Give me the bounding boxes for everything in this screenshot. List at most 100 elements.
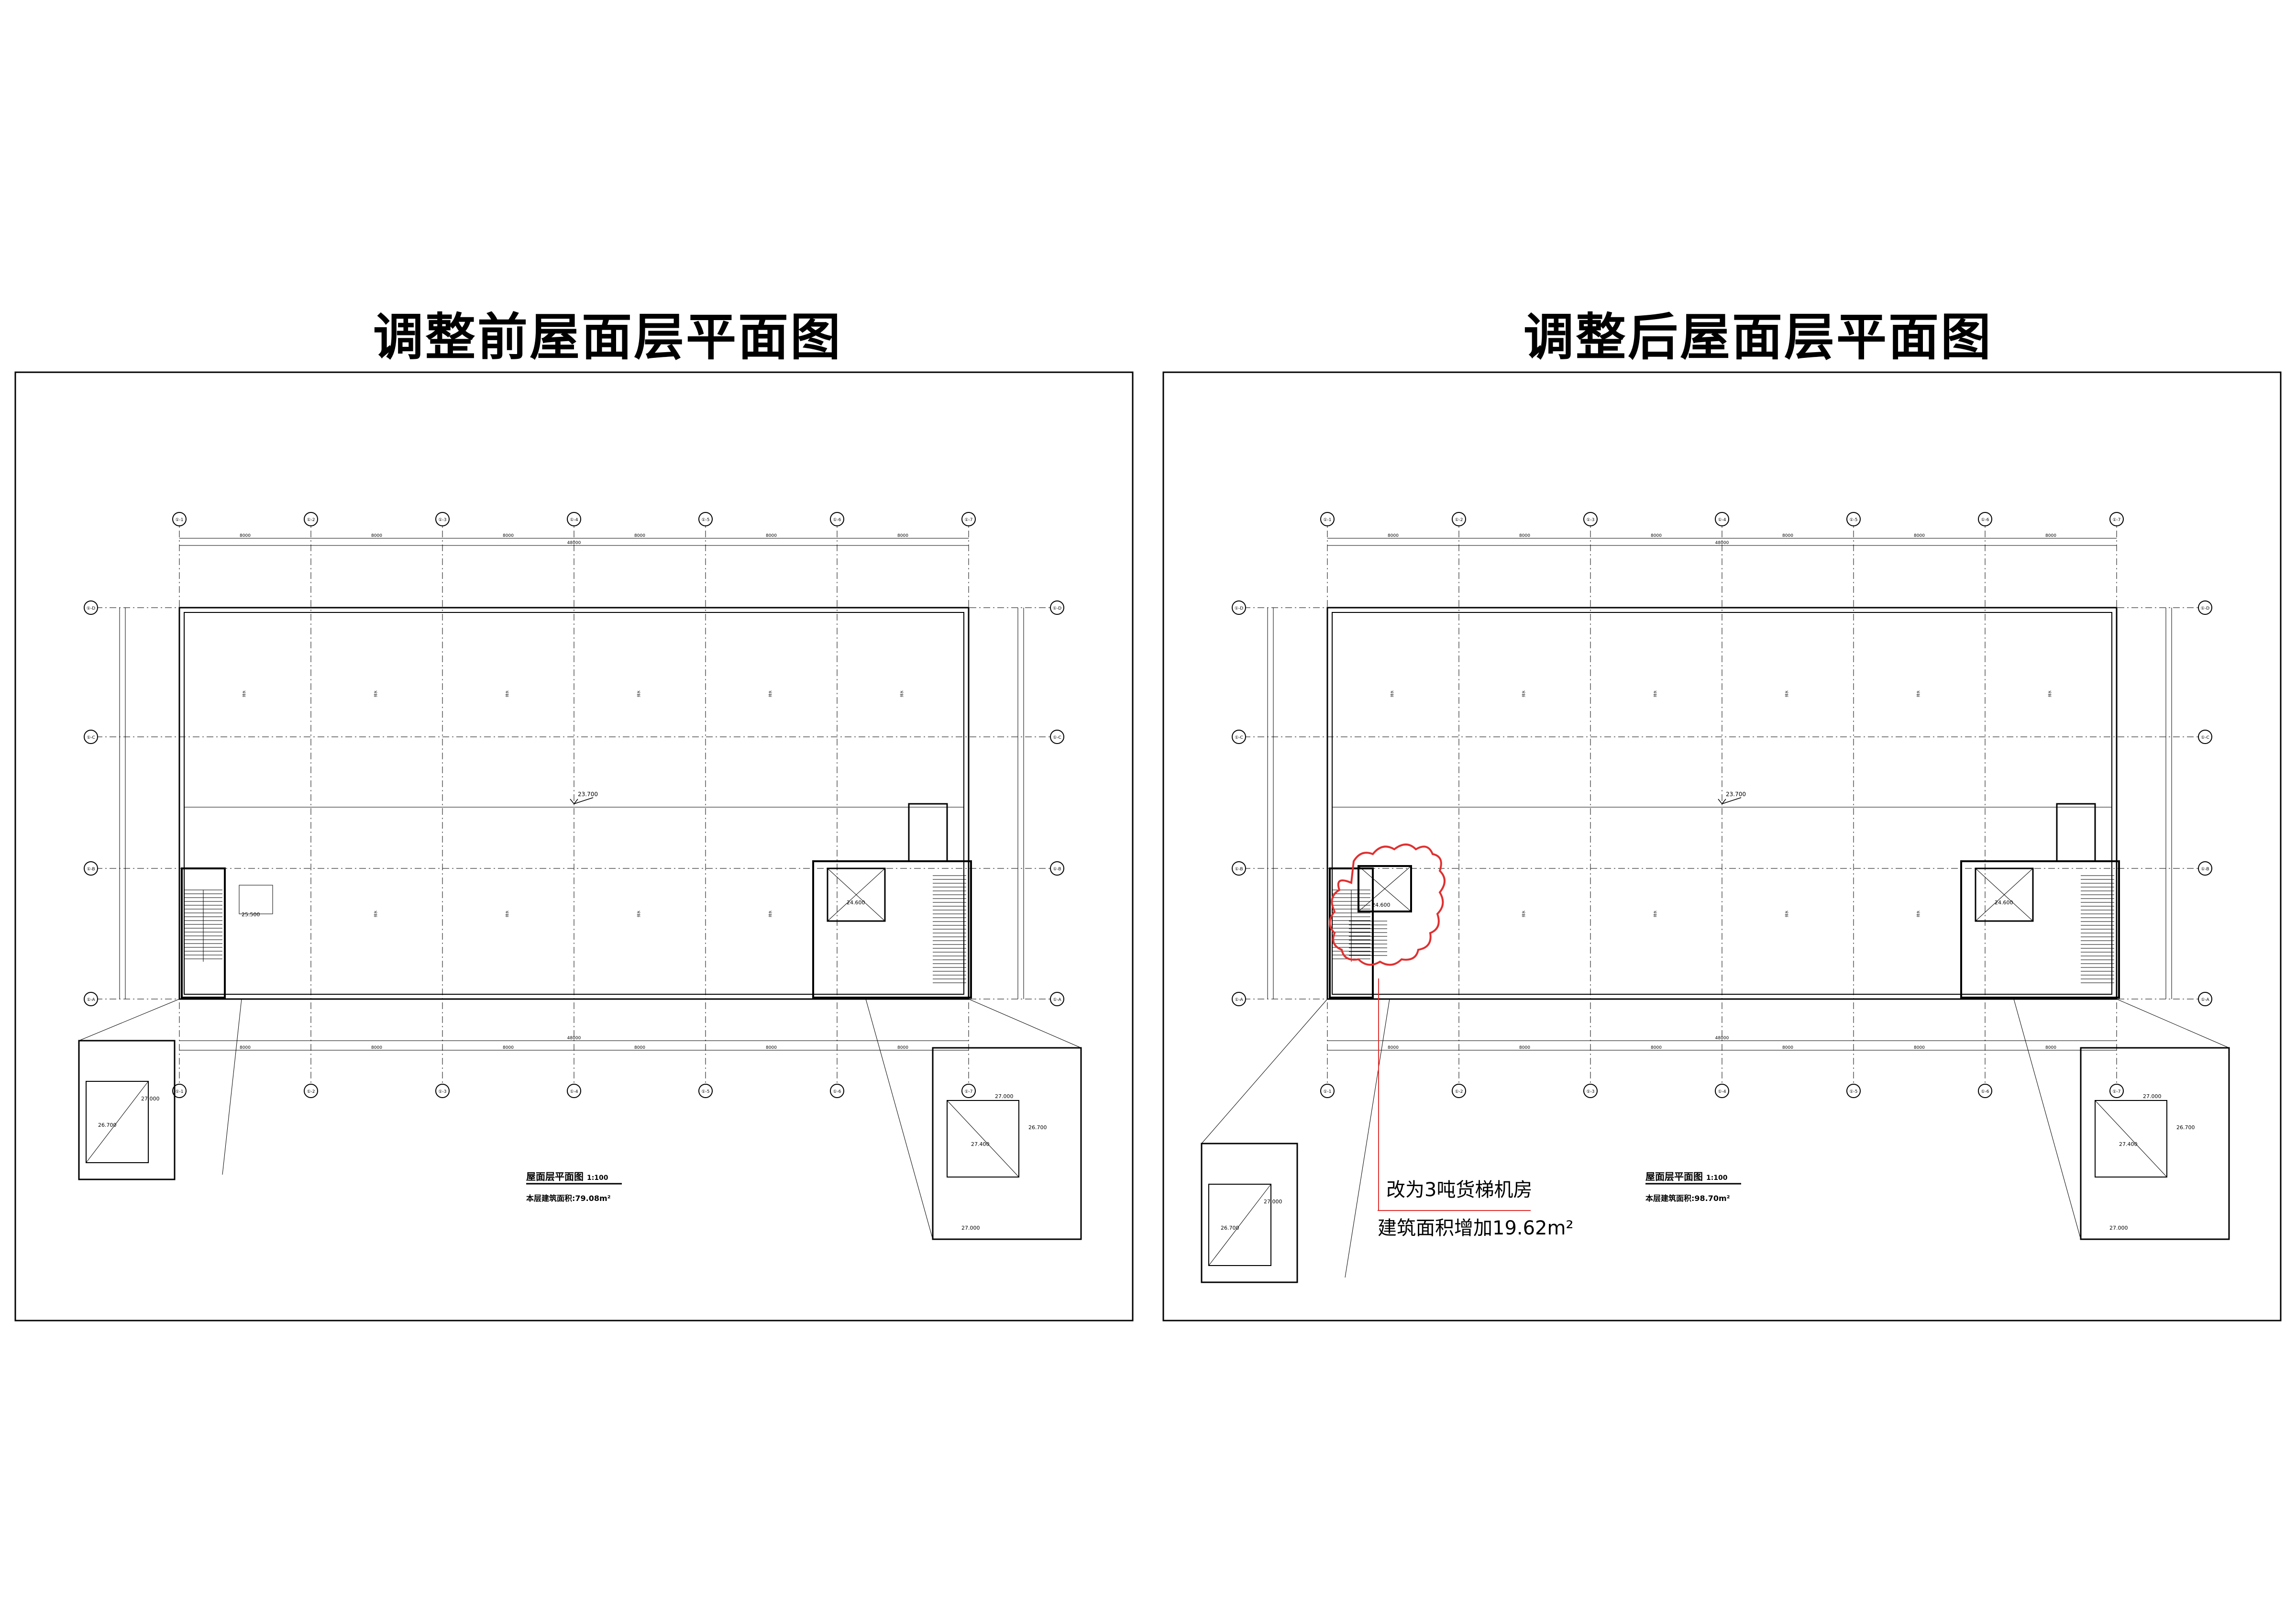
grid-label: ①-2 (1455, 518, 1463, 522)
grid-label: ①-A (1053, 998, 1061, 1002)
grid-label: ①-D (87, 606, 95, 611)
roof-parapet (1326, 607, 2118, 1000)
grid-bubble (2109, 1084, 2124, 1098)
roof-parapet (178, 607, 970, 1000)
grid-bubble (304, 512, 318, 526)
sheet-title-before: 调整前屋面层平面图 (373, 308, 843, 367)
detail-elev: 26.700 (98, 1122, 117, 1128)
grid-bubble (1715, 1084, 1729, 1098)
grid-label: ①-3 (438, 1089, 446, 1094)
stair-core-right (812, 860, 972, 999)
elev-text: 24.600 (847, 900, 865, 906)
grid-label: ①-D (1053, 606, 1061, 611)
slope-mark: 排水 (768, 690, 773, 697)
elev-marker (1718, 797, 1742, 805)
detail-right (2080, 1047, 2230, 1240)
grid-bubble (435, 1084, 450, 1098)
area-text-before: 本层建筑面积:79.08m² (526, 1194, 611, 1203)
grid-bubble (1050, 861, 1064, 876)
plan-caption-before: 屋面层平面图 1:100 (526, 1171, 608, 1182)
grid-bubble (84, 861, 98, 876)
grid-label: ①-B (1053, 867, 1061, 872)
grid-bubble (1846, 512, 1861, 526)
dim-text: 48000 (567, 1036, 581, 1041)
grid-label: ①-1 (1323, 518, 1331, 522)
grid-bubble (2198, 861, 2212, 876)
grid-label: ①-7 (2112, 1089, 2120, 1094)
sheet-frame-left (14, 371, 1134, 1322)
grid-label: ①-C (1053, 735, 1061, 740)
grid-label: ①-C (1235, 735, 1243, 740)
grid-label: ①-5 (1849, 518, 1857, 522)
dim-text: 8000 (1782, 1045, 1793, 1050)
grid-bubble (172, 1084, 187, 1098)
detail-elev: 27.000 (2143, 1093, 2162, 1100)
dim-text: 8000 (634, 533, 645, 538)
new-elev-text: 24.600 (1372, 902, 1391, 908)
dim-text: 8000 (240, 1045, 251, 1050)
grid-label: ①-A (2201, 998, 2209, 1002)
detail-elev: 27.000 (995, 1093, 1014, 1100)
grid-label: ①-D (2201, 606, 2209, 611)
dim-text: 8000 (897, 1045, 908, 1050)
detail-left (78, 1040, 176, 1180)
slope-mark: 排水 (768, 911, 773, 917)
grid-label: ①-B (2201, 867, 2209, 872)
grid-bubble (1978, 512, 1992, 526)
dim-text: 8000 (634, 1045, 645, 1050)
grid-label: ①-5 (1849, 1089, 1857, 1094)
slope-mark: 排水 (1522, 690, 1526, 697)
slope-mark: 排水 (242, 690, 246, 697)
grid-bubble (1452, 1084, 1466, 1098)
grid-bubble (84, 730, 98, 744)
slope-mark: 排水 (1653, 690, 1657, 697)
slope-mark: 排水 (1916, 911, 1921, 917)
grid-bubble (1320, 1084, 1335, 1098)
grid-label: ①-4 (570, 518, 578, 522)
detail-elev: 27.000 (961, 1225, 980, 1231)
grid-label: ①-5 (701, 518, 709, 522)
grid-label: ①-6 (833, 1089, 841, 1094)
grid-bubble (698, 512, 713, 526)
roof-elev-text: 23.700 (578, 791, 598, 798)
grid-label: ①-6 (1981, 1089, 1989, 1094)
grid-bubble (304, 1084, 318, 1098)
grid-label: ①-2 (307, 1089, 315, 1094)
plan-caption-after: 屋面层平面图 1:100 (1645, 1171, 1728, 1182)
dim-text: 8000 (2045, 1045, 2056, 1050)
grid-bubble (830, 1084, 844, 1098)
dim-text: 8000 (1519, 533, 1530, 538)
dim-text: 8000 (1388, 533, 1399, 538)
grid-bubble (698, 1084, 713, 1098)
slope-mark: 排水 (1785, 690, 1789, 697)
dim-text: 8000 (766, 1045, 777, 1050)
slope-mark: 排水 (637, 911, 641, 917)
grid-label: ①-1 (1323, 1089, 1331, 1094)
revision-annotation: 改为3吨货梯机房 建筑面积增加19.62m² (1329, 844, 1574, 1239)
grid-bubble (172, 512, 187, 526)
slope-mark: 排水 (1785, 911, 1789, 917)
dim-text: 8000 (2045, 533, 2056, 538)
grid-bubble (830, 512, 844, 526)
grid-label: ①-1 (175, 518, 183, 522)
elevator-room (827, 867, 886, 922)
detail-elev: 26.700 (2176, 1124, 2195, 1131)
detail-elev: 27.000 (2109, 1225, 2128, 1231)
grid-label: ①-A (87, 998, 95, 1002)
grid-bubble (1050, 600, 1064, 615)
grid-bubble (567, 1084, 581, 1098)
dim-text: 8000 (503, 1045, 514, 1050)
dim-text: 8000 (503, 533, 514, 538)
grid-bubble (1232, 600, 1246, 615)
grid-bubble (1320, 512, 1335, 526)
elev-text: 24.600 (1995, 900, 2013, 906)
grid-label: ①-7 (964, 518, 972, 522)
dim-text: 8000 (371, 1045, 382, 1050)
dim-text: 48000 (1715, 541, 1729, 545)
grid-bubble (84, 992, 98, 1006)
grid-label: ①-D (1235, 606, 1243, 611)
floor-plan-after: ①-1①-1①-2①-2①-3①-3①-4①-4①-5①-5①-6①-6①-7①… (1201, 512, 2230, 1283)
floor-plan-before: ①-1①-1①-2①-2①-3①-3①-4①-4①-5①-5①-6①-6①-7①… (78, 512, 1082, 1240)
dim-text: 8000 (1782, 533, 1793, 538)
